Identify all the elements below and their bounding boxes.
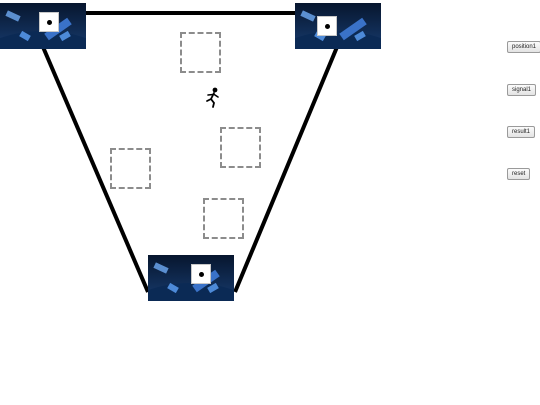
drop-zone-3[interactable] (110, 148, 151, 189)
result-button[interactable]: result1 (507, 126, 536, 138)
target-dot-icon (39, 12, 59, 32)
satellite-tile-bottom[interactable] (148, 255, 234, 301)
satellite-image (295, 3, 381, 49)
target-dot-icon (191, 264, 211, 284)
running-person-icon[interactable] (201, 87, 223, 109)
link-left (41, 46, 150, 293)
position-button[interactable]: position1 (507, 41, 540, 53)
target-dot-icon (317, 16, 337, 36)
drop-zone-1[interactable] (180, 32, 221, 73)
satellite-tile-left[interactable] (0, 3, 86, 49)
reset-button[interactable]: reset (507, 168, 531, 180)
link-right (233, 46, 339, 293)
drop-zone-2[interactable] (220, 127, 261, 168)
signal-button[interactable]: signal1 (507, 84, 537, 96)
satellite-tile-right[interactable] (295, 3, 381, 49)
drop-zone-4[interactable] (203, 198, 244, 239)
